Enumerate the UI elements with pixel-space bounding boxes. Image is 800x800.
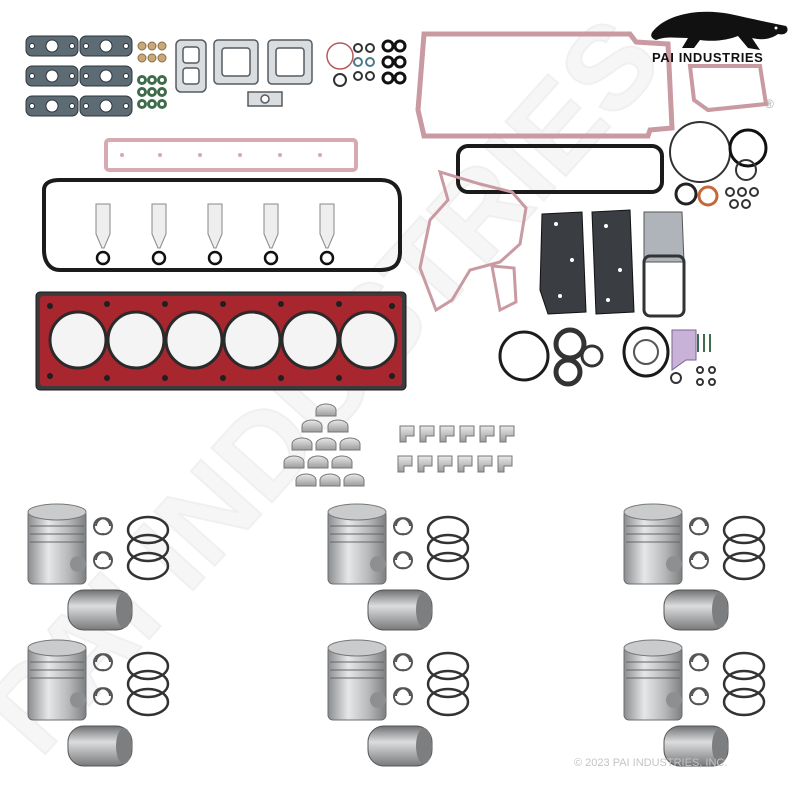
exhaust-gasket	[79, 65, 133, 87]
registered-mark: ®	[765, 97, 774, 111]
piston-set	[27, 503, 170, 631]
panther-icon	[651, 11, 788, 50]
oil-pan-gasket	[415, 31, 769, 139]
exhaust-gasket	[25, 65, 79, 87]
small-seals	[137, 41, 167, 109]
exhaust-gasket	[79, 35, 133, 57]
main-bearings	[283, 403, 365, 487]
piston-set	[623, 639, 766, 767]
front-cover-gasket	[418, 169, 528, 313]
piston-set	[327, 639, 470, 767]
seal-rings	[498, 326, 670, 387]
piston-set	[327, 503, 470, 631]
rear-cover-gasket	[456, 144, 664, 194]
exhaust-gasket	[25, 35, 79, 57]
piston-sets	[27, 503, 766, 767]
brand-name: PAI INDUSTRIES	[652, 50, 764, 65]
large-o-rings	[669, 121, 768, 209]
cylinder-head-gasket	[35, 291, 407, 391]
piston-set	[623, 503, 766, 631]
rod-bearings	[397, 425, 515, 473]
valve-cover-gasket-strip	[104, 138, 358, 172]
exhaust-gasket	[79, 95, 133, 117]
turbo-gaskets	[175, 39, 313, 107]
piston-set	[27, 639, 170, 767]
rocker-cover-gasket	[42, 178, 402, 272]
oil-cooler-gaskets	[539, 209, 686, 318]
copyright-notice: © 2023 PAI INDUSTRIES, INC.	[574, 757, 728, 769]
o-rings	[326, 39, 407, 87]
exhaust-gasket	[25, 95, 79, 117]
exhaust-manifold-gaskets	[25, 35, 133, 117]
water-pump-gasket	[670, 329, 716, 386]
